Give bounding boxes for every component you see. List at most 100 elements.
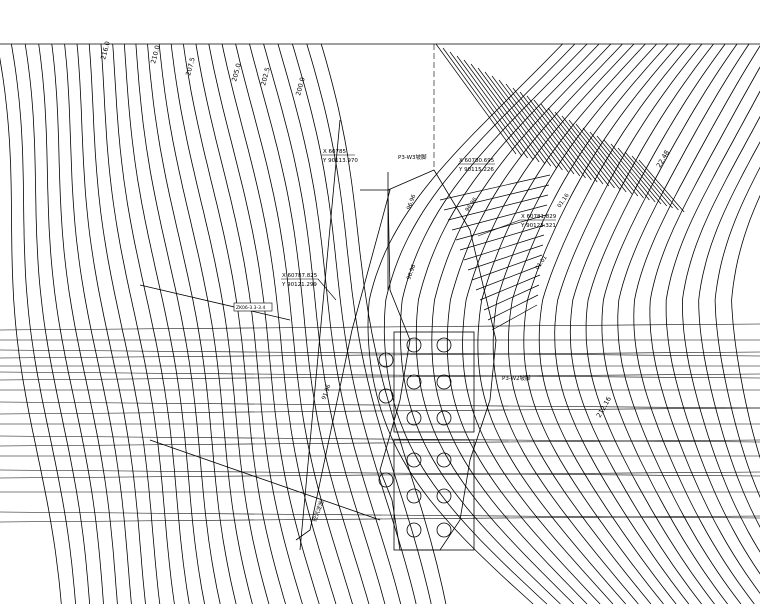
- structure-line: [299, 119, 341, 551]
- pile-circle: [406, 452, 422, 468]
- elevation-label: 96.96: [406, 263, 417, 280]
- contour-line: [208, 43, 320, 605]
- contour-line: [601, 43, 738, 605]
- contour-label: 22.48: [655, 149, 671, 169]
- coordinate-callout-top: X 60785 Y 90113.970: [322, 149, 358, 164]
- contour-line: [147, 43, 237, 605]
- contour-label: 207.5: [184, 56, 197, 76]
- hatch-line: [470, 63, 546, 165]
- contour-line: [0, 56, 62, 605]
- label-p3-w3: P3-W3坡脚: [398, 153, 427, 161]
- grid-line: [0, 407, 760, 415]
- hatch-line: [442, 47, 523, 157]
- contour-line: [100, 43, 175, 605]
- hatch-line: [483, 284, 540, 311]
- hatch-line: [477, 67, 552, 167]
- contour-line: [263, 43, 386, 605]
- hatch-line: [568, 119, 627, 193]
- hatch-line: [603, 139, 656, 203]
- contour-line: [649, 66, 760, 595]
- hatch-line: [491, 75, 563, 171]
- contour-line: [538, 43, 691, 605]
- coordinate-callout-right-mid: X 60781.829 Y 90123.321: [477, 214, 557, 237]
- hatch-line: [463, 234, 545, 261]
- svg-text:Y 90121.299: Y 90121.299: [281, 282, 317, 288]
- grid-line: [0, 351, 760, 359]
- structure-line: [295, 189, 391, 541]
- hatch-line: [631, 155, 679, 211]
- contour-line: [64, 43, 132, 605]
- hatch-line: [475, 264, 542, 291]
- hatch-line: [610, 143, 662, 205]
- hatch-line: [505, 83, 575, 175]
- hatch-line: [596, 135, 650, 201]
- pile-circle: [436, 452, 452, 468]
- elevation-label: 01.01: [535, 255, 549, 271]
- contour-line: [462, 43, 635, 605]
- hatch-line: [617, 147, 668, 207]
- grid-line: [0, 371, 760, 379]
- foundation-rect: [393, 439, 475, 551]
- pile-circle: [406, 410, 422, 426]
- hatch-line: [638, 159, 685, 213]
- hatch-line: [589, 131, 644, 199]
- contour-label: 202.5: [259, 66, 272, 86]
- pile-circles: [378, 337, 452, 538]
- hatch-line: [459, 224, 546, 251]
- contour-line: [523, 43, 680, 605]
- contour-line: [76, 43, 146, 605]
- contour-line: [38, 43, 104, 605]
- grid-line: [0, 401, 760, 409]
- contour-line: [123, 43, 205, 605]
- grid-line: [0, 323, 760, 331]
- contour-line: [633, 45, 760, 605]
- hatch-line: [447, 194, 549, 221]
- svg-text:Y 90113.970: Y 90113.970: [322, 158, 358, 164]
- pile-circle: [378, 352, 394, 368]
- foundation-structure: [139, 119, 497, 551]
- hatch-line: [512, 87, 581, 177]
- label-ramp: 砼沉淀池: [310, 499, 325, 523]
- contour-line: [507, 43, 669, 605]
- pile-circle: [406, 374, 422, 390]
- contour-line: [51, 43, 118, 605]
- coordinate-callout-left-mid: X 60787.825 Y 90121.299: [281, 273, 337, 301]
- hatch-line: [467, 244, 544, 271]
- contour-label: 210.0: [149, 44, 162, 64]
- svg-text:X 60787.825: X 60787.825: [282, 273, 318, 279]
- foundation-rect: [393, 331, 475, 433]
- hatch-line: [498, 79, 569, 173]
- contour-line: [249, 43, 370, 605]
- contour-line: [492, 43, 657, 605]
- tag-box: ZK06-3.3-3.4: [233, 302, 273, 312]
- pile-circle: [406, 522, 422, 538]
- elevation-label: 91.96: [321, 383, 332, 400]
- svg-text:ZK06-3.3-3.4: ZK06-3.3-3.4: [236, 305, 265, 311]
- contour-line: [714, 166, 760, 498]
- contour-line: [383, 43, 576, 605]
- svg-text:Y 90115.226: Y 90115.226: [458, 167, 494, 173]
- pile-circle: [378, 388, 394, 404]
- contour-line: [477, 43, 646, 605]
- grid-line: [0, 439, 760, 447]
- hatch-line: [479, 274, 541, 301]
- grid-line: [0, 469, 760, 477]
- hatch-line: [575, 123, 633, 195]
- contour-line: [617, 43, 750, 605]
- pile-circle: [378, 472, 394, 488]
- structure-line: [139, 284, 291, 321]
- contour-label: 216.0: [99, 40, 112, 60]
- hatch-line: [540, 103, 604, 185]
- grid-line: [0, 515, 760, 523]
- svg-text:Y 90123.321: Y 90123.321: [520, 223, 556, 229]
- elevation-label: 96.96: [406, 193, 417, 210]
- contour-line: [569, 43, 714, 605]
- pile-circle: [436, 374, 452, 390]
- contour-line: [88, 43, 161, 605]
- hatch-line: [484, 71, 557, 169]
- hatch-line: [519, 91, 586, 179]
- grid-line: [0, 471, 760, 479]
- pile-circle: [436, 522, 452, 538]
- contour-line: [415, 43, 600, 605]
- contour-line: [292, 43, 417, 605]
